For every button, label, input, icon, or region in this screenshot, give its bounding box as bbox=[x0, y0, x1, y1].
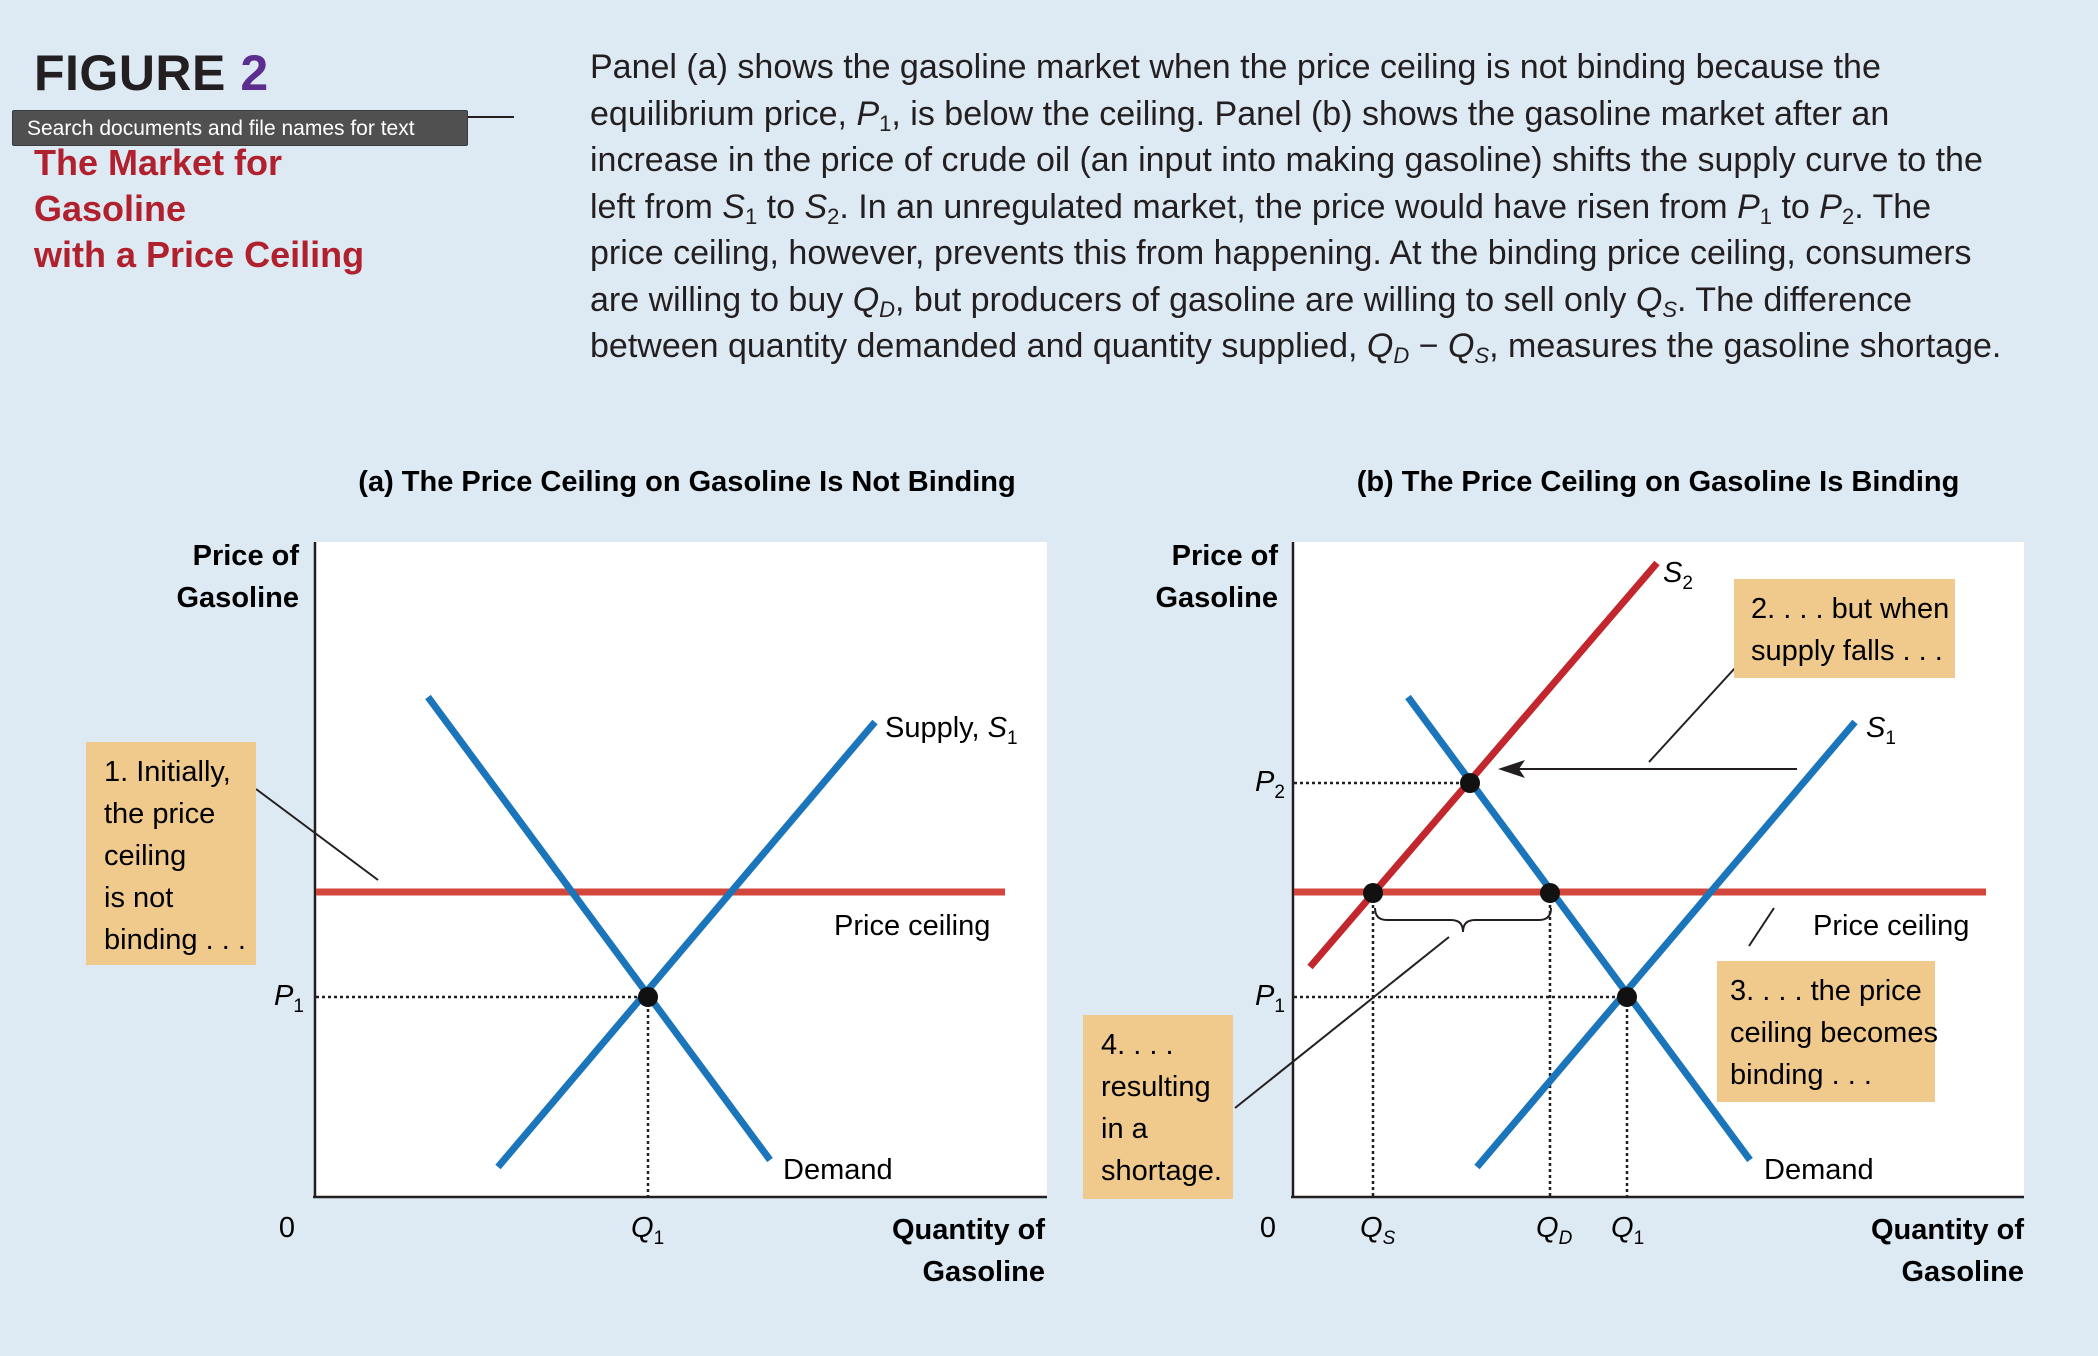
panel-b-q1-symbol: Q bbox=[1611, 1212, 1634, 1244]
panel-a: (a) The Price Ceiling on Gasoline Is Not… bbox=[86, 466, 1047, 1288]
panel-a-ceiling-label: Price ceiling bbox=[834, 910, 990, 942]
panel-b-callout2-leader bbox=[1648, 667, 1736, 763]
panel-a-supply-subscript: 1 bbox=[1007, 728, 1018, 749]
panel-a-p1-symbol: P bbox=[274, 980, 294, 1012]
panel-b-initial-equilibrium-point bbox=[1617, 987, 1637, 1007]
panel-b-callout4-line2: resulting bbox=[1101, 1071, 1211, 1103]
panel-b-callout3-line3: binding . . . bbox=[1730, 1059, 1872, 1091]
panel-a-demand-label: Demand bbox=[783, 1154, 893, 1186]
panel-a-supply-label: Supply, S1 bbox=[885, 712, 1018, 749]
panel-b: (b) The Price Ceiling on Gasoline Is Bin… bbox=[1083, 466, 2024, 1288]
panel-b-p1-label: P1 bbox=[1255, 980, 1285, 1017]
panel-a-ylabel-2: Gasoline bbox=[177, 582, 300, 614]
panel-a-callout-line1: 1. Initially, bbox=[104, 756, 231, 788]
figure-number: 2 bbox=[240, 45, 269, 101]
panel-b-callout2-box bbox=[1734, 579, 1955, 678]
panel-b-ceiling-label: Price ceiling bbox=[1813, 910, 1969, 942]
panel-b-callout3-line1: 3. . . . the price bbox=[1730, 975, 1922, 1007]
panel-b-s2-label: S2 bbox=[1663, 557, 1693, 594]
panel-b-callout3-leader bbox=[1748, 907, 1775, 947]
panel-a-origin: 0 bbox=[279, 1212, 295, 1244]
panel-b-title: (b) The Price Ceiling on Gasoline Is Bin… bbox=[1357, 466, 1960, 498]
panel-b-origin: 0 bbox=[1260, 1212, 1276, 1244]
panel-b-qd-subscript: D bbox=[1559, 1228, 1573, 1249]
panel-b-s1-label: S1 bbox=[1866, 712, 1896, 749]
panel-b-ylabel-1: Price of bbox=[1172, 540, 1279, 572]
panel-b-s1-symbol: S bbox=[1866, 712, 1886, 744]
search-tooltip: Search documents and file names for text bbox=[12, 110, 468, 146]
panel-a-xlabel-2: Gasoline bbox=[923, 1256, 1046, 1288]
panel-a-xlabel-1: Quantity of bbox=[892, 1214, 1045, 1246]
panel-b-p2-symbol: P bbox=[1255, 766, 1275, 798]
panel-a-supply-word: Supply, bbox=[885, 712, 988, 744]
panel-b-s1-subscript: 1 bbox=[1885, 728, 1896, 749]
figure-title-line1: The Market for Gasoline bbox=[34, 142, 283, 229]
panel-b-callout2-line2: supply falls . . . bbox=[1751, 635, 1943, 667]
panel-a-ylabel-1: Price of bbox=[193, 540, 300, 572]
panel-a-q1-subscript: 1 bbox=[654, 1228, 665, 1249]
figure-title-line2: with a Price Ceiling bbox=[34, 234, 365, 275]
panel-a-demand-curve bbox=[425, 694, 773, 1163]
panel-b-callout3-text: 3. . . . the price ceiling becomes bindi… bbox=[1730, 975, 1946, 1091]
panel-b-callout4-box bbox=[1083, 1015, 1233, 1199]
panel-b-shift-arrowhead bbox=[1498, 760, 1525, 778]
panel-a-callout-text: 1. Initially, the price ceiling is not b… bbox=[104, 756, 246, 956]
panel-b-supply1-curve bbox=[1474, 719, 1858, 1170]
panel-b-callout4-text: 4. . . . resulting in a shortage. bbox=[1101, 1029, 1222, 1187]
panel-b-qd-symbol: Q bbox=[1536, 1212, 1559, 1244]
panel-b-p2-label: P2 bbox=[1255, 766, 1285, 803]
panel-b-callout2-text: 2. . . . but when supply falls . . . bbox=[1751, 593, 1957, 667]
panel-b-xlabel-2: Gasoline bbox=[1902, 1256, 2025, 1288]
panel-a-plot-area bbox=[315, 542, 1047, 1197]
panel-a-title: (a) The Price Ceiling on Gasoline Is Not… bbox=[358, 466, 1015, 498]
panel-b-callout4-leader bbox=[1234, 936, 1450, 1109]
panel-a-q1-symbol: Q bbox=[631, 1212, 654, 1244]
figure-label: FIGURE 2 bbox=[34, 44, 269, 102]
panel-b-s2-symbol: S bbox=[1663, 557, 1683, 589]
panel-a-callout-line4: is not bbox=[104, 882, 173, 914]
panel-a-callout-box bbox=[86, 742, 256, 965]
panel-a-supply-symbol: S bbox=[988, 712, 1008, 744]
panel-b-demand-curve bbox=[1405, 694, 1753, 1163]
panel-b-p1-symbol: P bbox=[1255, 980, 1275, 1012]
panel-b-callout2-line1: 2. . . . but when bbox=[1751, 593, 1949, 625]
panel-b-shortage-brace bbox=[1374, 907, 1552, 933]
panel-a-q1-label: Q1 bbox=[631, 1212, 664, 1249]
panel-b-quantity-supplied-point bbox=[1363, 883, 1383, 903]
panel-a-callout-line3: ceiling bbox=[104, 840, 186, 872]
panel-b-q1-subscript: 1 bbox=[1634, 1228, 1645, 1249]
figure-caption: Panel (a) shows the gasoline market when… bbox=[590, 48, 2002, 368]
panel-a-callout-leader bbox=[255, 788, 379, 881]
panel-b-qs-subscript: S bbox=[1383, 1228, 1396, 1249]
panel-b-p2-subscript: 2 bbox=[1274, 782, 1285, 803]
panel-a-p1-subscript: 1 bbox=[293, 996, 304, 1017]
panel-b-s2-subscript: 2 bbox=[1682, 573, 1693, 594]
figure-title: The Market for Gasoline with a Price Cei… bbox=[34, 140, 434, 278]
figure-word: FIGURE bbox=[34, 45, 226, 101]
panel-b-callout3-line2: ceiling becomes bbox=[1730, 1017, 1938, 1049]
panel-b-callout3-box bbox=[1717, 961, 1935, 1102]
panel-b-unregulated-equilibrium-point bbox=[1460, 773, 1480, 793]
panel-a-p1-label: P1 bbox=[274, 980, 304, 1017]
panel-b-quantity-demanded-point bbox=[1540, 883, 1560, 903]
panel-b-qd-label: QD bbox=[1536, 1212, 1573, 1249]
panel-b-callout4-line4: shortage. bbox=[1101, 1155, 1222, 1187]
panel-a-callout-line5: binding . . . bbox=[104, 924, 246, 956]
panel-b-callout4-line3: in a bbox=[1101, 1113, 1149, 1145]
panel-b-qs-label: QS bbox=[1360, 1212, 1396, 1249]
panel-b-qs-symbol: Q bbox=[1360, 1212, 1383, 1244]
panel-b-p1-subscript: 1 bbox=[1274, 996, 1285, 1017]
panel-b-ylabel-2: Gasoline bbox=[1156, 582, 1279, 614]
panel-b-q1-label: Q1 bbox=[1611, 1212, 1644, 1249]
panel-b-callout4-line1: 4. . . . bbox=[1101, 1029, 1174, 1061]
panel-a-supply-curve bbox=[495, 719, 878, 1170]
panel-b-xlabel-1: Quantity of bbox=[1871, 1214, 2024, 1246]
panel-a-equilibrium-point bbox=[638, 987, 658, 1007]
panel-b-demand-label: Demand bbox=[1764, 1154, 1874, 1186]
panel-a-callout-line2: the price bbox=[104, 798, 215, 830]
